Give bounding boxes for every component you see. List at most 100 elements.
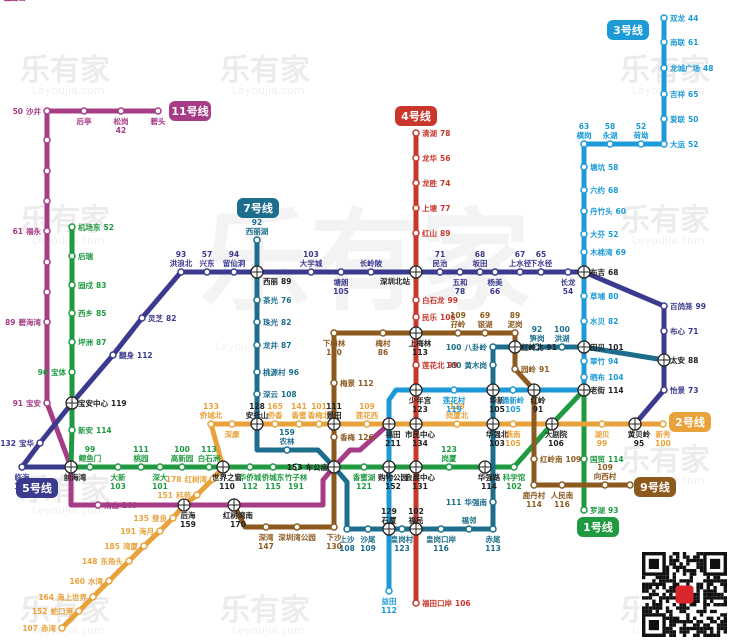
transfer-station-marker[interactable] (409, 522, 423, 536)
station-marker[interactable] (68, 309, 76, 317)
line-badge-2[interactable]: 5号线 (16, 478, 58, 498)
transfer-station-marker[interactable] (250, 417, 264, 431)
station-marker[interactable] (364, 525, 372, 533)
station-marker[interactable] (137, 463, 145, 471)
station-marker[interactable] (269, 463, 277, 471)
station-marker[interactable] (253, 236, 261, 244)
station-marker[interactable] (343, 525, 351, 533)
transfer-station-marker[interactable] (486, 383, 500, 397)
station-marker[interactable] (367, 268, 375, 276)
station-marker[interactable] (660, 64, 668, 72)
station-marker[interactable] (398, 525, 406, 533)
station-marker[interactable] (601, 481, 609, 489)
station-marker[interactable] (253, 368, 261, 376)
station-marker[interactable] (363, 420, 371, 428)
station-marker[interactable] (330, 523, 338, 531)
station-marker[interactable] (445, 463, 453, 471)
station-marker[interactable] (412, 296, 420, 304)
station-marker[interactable] (337, 268, 345, 276)
station-marker[interactable] (68, 426, 76, 434)
station-marker[interactable] (205, 463, 213, 471)
line-badge-4[interactable]: 2号线 (669, 412, 711, 432)
station-marker[interactable] (262, 523, 270, 531)
transfer-station-marker[interactable] (478, 460, 492, 474)
station-marker[interactable] (489, 498, 497, 506)
line-badge-5[interactable]: 7号线 (237, 198, 279, 218)
station-marker[interactable] (580, 455, 588, 463)
line-badge-3[interactable]: 1号线 (577, 517, 619, 537)
station-marker[interactable] (580, 357, 588, 365)
transfer-station-marker[interactable] (527, 383, 541, 397)
transfer-station-marker[interactable] (409, 383, 423, 397)
station-marker[interactable] (292, 463, 300, 471)
station-marker[interactable] (412, 154, 420, 162)
station-marker[interactable] (489, 343, 497, 351)
station-marker[interactable] (105, 577, 113, 585)
station-marker[interactable] (43, 107, 51, 115)
station-marker[interactable] (94, 501, 102, 509)
station-marker[interactable] (43, 227, 51, 235)
station-marker[interactable] (43, 136, 51, 144)
station-marker[interactable] (330, 433, 338, 441)
transfer-station-marker[interactable] (508, 340, 522, 354)
station-marker[interactable] (489, 361, 497, 369)
transfer-station-marker[interactable] (216, 460, 230, 474)
station-marker[interactable] (660, 90, 668, 98)
station-marker[interactable] (138, 314, 146, 322)
station-marker[interactable] (43, 197, 51, 205)
station-marker[interactable] (209, 475, 217, 483)
transfer-station-marker[interactable] (250, 265, 264, 279)
transfer-station-marker[interactable] (628, 417, 642, 431)
transfer-station-marker[interactable] (577, 383, 591, 397)
station-marker[interactable] (481, 329, 489, 337)
station-marker[interactable] (660, 115, 668, 123)
station-marker[interactable] (169, 514, 177, 522)
station-marker[interactable] (436, 268, 444, 276)
station-marker[interactable] (203, 268, 211, 276)
station-marker[interactable] (456, 268, 464, 276)
station-marker[interactable] (580, 506, 588, 514)
station-marker[interactable] (564, 268, 572, 276)
line-badge-7[interactable]: 4号线 (395, 106, 437, 126)
station-marker[interactable] (360, 463, 368, 471)
station-marker[interactable] (453, 420, 461, 428)
station-marker[interactable] (228, 420, 236, 428)
station-marker[interactable] (637, 140, 645, 148)
station-marker[interactable] (43, 167, 51, 175)
station-marker[interactable] (315, 420, 323, 428)
station-marker[interactable] (330, 329, 338, 337)
station-marker[interactable] (43, 318, 51, 326)
station-marker[interactable] (537, 268, 545, 276)
transfer-station-marker[interactable] (409, 265, 423, 279)
station-marker[interactable] (385, 587, 393, 595)
station-marker[interactable] (509, 386, 517, 394)
station-marker[interactable] (43, 288, 51, 296)
station-marker[interactable] (178, 463, 186, 471)
transfer-station-marker[interactable] (327, 460, 341, 474)
station-marker[interactable] (109, 351, 117, 359)
station-marker[interactable] (246, 463, 254, 471)
transfer-station-marker[interactable] (409, 417, 423, 431)
station-marker[interactable] (580, 373, 588, 381)
station-marker[interactable] (660, 38, 668, 46)
station-marker[interactable] (68, 252, 76, 260)
station-marker[interactable] (580, 163, 588, 171)
station-marker[interactable] (516, 268, 524, 276)
transfer-station-marker[interactable] (227, 498, 241, 512)
station-marker[interactable] (412, 179, 420, 187)
station-marker[interactable] (580, 292, 588, 300)
station-marker[interactable] (412, 361, 420, 369)
transfer-station-marker[interactable] (382, 417, 396, 431)
station-marker[interactable] (18, 463, 26, 471)
station-marker[interactable] (659, 420, 667, 428)
station-marker[interactable] (437, 525, 445, 533)
station-marker[interactable] (68, 368, 76, 376)
station-marker[interactable] (36, 439, 44, 447)
station-marker[interactable] (43, 258, 51, 266)
station-marker[interactable] (412, 313, 420, 321)
station-marker[interactable] (476, 268, 484, 276)
station-marker[interactable] (412, 599, 420, 607)
station-marker[interactable] (58, 624, 66, 632)
station-marker[interactable] (580, 230, 588, 238)
station-marker[interactable] (307, 268, 315, 276)
